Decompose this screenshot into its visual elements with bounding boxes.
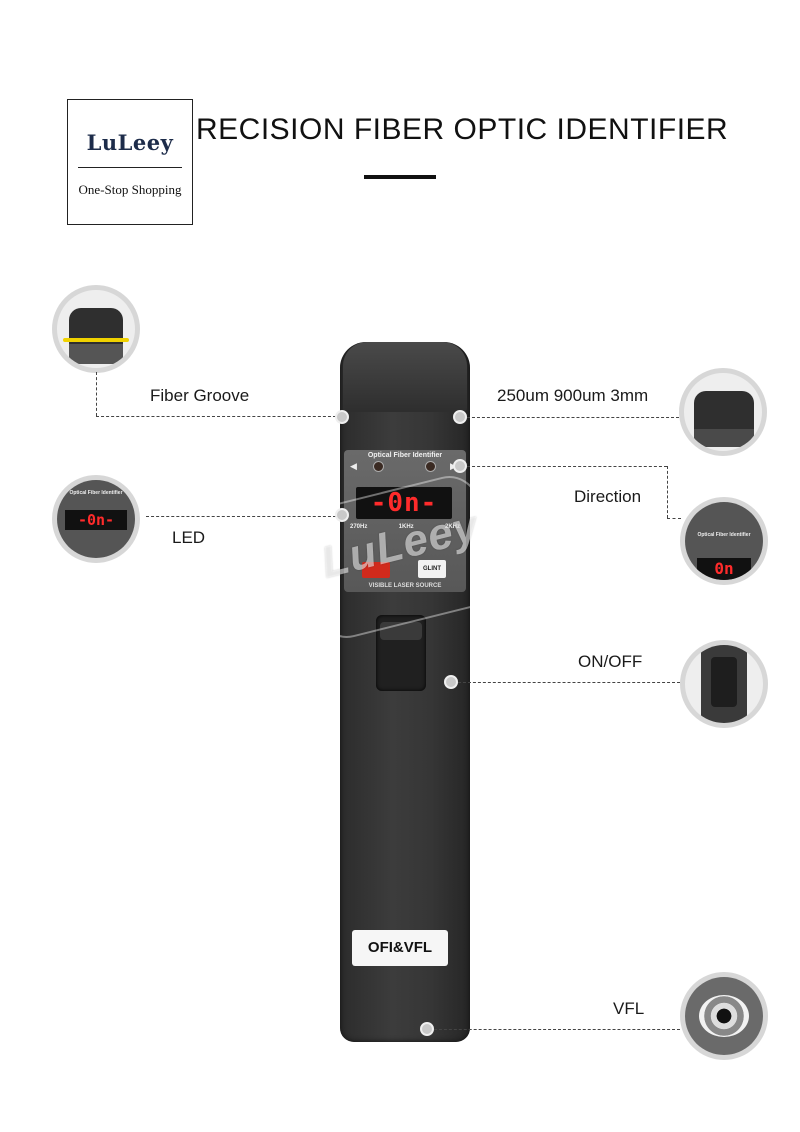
groove-cap — [69, 308, 123, 348]
glint-button[interactable]: GLINT — [418, 560, 446, 578]
groove-face — [69, 344, 123, 364]
vfl-thumbnail — [680, 972, 768, 1060]
frequency-labels: 270Hz 1KHz 2KHz — [350, 524, 460, 530]
fiber-groove-leader-h — [96, 416, 336, 417]
direction-leader-h1 — [467, 466, 667, 467]
circle-marker-icon — [444, 675, 458, 689]
direction-thumbnail: Optical Fiber Identifier 0n — [680, 497, 768, 585]
fiber-groove-label: Fiber Groove — [150, 386, 250, 405]
logo-divider — [78, 167, 182, 168]
on-off-leader — [458, 682, 680, 683]
led-leader — [146, 516, 336, 517]
led-display: -0n- — [356, 487, 452, 519]
direction-leader-h2 — [667, 518, 681, 519]
title-underline — [364, 175, 436, 179]
sizes-leader — [467, 417, 679, 418]
logo-brand-text: LuLeey — [86, 130, 174, 155]
freq-label-270hz: 270Hz — [350, 524, 368, 530]
vfl-leader — [434, 1029, 680, 1030]
direction-led-left — [373, 461, 384, 472]
direction-leader-v — [667, 466, 668, 518]
logo-tagline: One-Stop Shopping — [78, 182, 182, 197]
led-label: LED — [172, 528, 206, 547]
switch-slot — [711, 657, 737, 707]
sizes-label: 250um 900um 3mm — [497, 386, 649, 405]
fiber-groove-thumbnail — [52, 285, 140, 373]
groove-sizes-thumbnail — [679, 368, 767, 456]
circle-marker-icon — [453, 459, 467, 473]
direction-led-right — [425, 461, 436, 472]
freq-label-1khz: 1KHz — [398, 524, 414, 530]
direction-thumb-display: 0n — [697, 558, 751, 580]
fiber-groove-leader-v — [96, 372, 97, 416]
circle-marker-icon — [335, 410, 349, 424]
direction-thumb-title: Optical Fiber Identifier — [697, 532, 751, 538]
led-thumb-title: Optical Fiber Identifier — [69, 490, 123, 496]
device-fiber-groove-head — [343, 342, 467, 412]
top-cap — [694, 391, 754, 431]
led-thumb-display: -0n- — [65, 510, 127, 530]
freq-label-2khz: 2KHz — [444, 524, 460, 530]
circle-marker-icon — [453, 410, 467, 424]
groove-fiber — [63, 338, 129, 342]
arrow-left-icon: ◀ — [350, 461, 357, 471]
on-off-label: ON/OFF — [578, 652, 643, 671]
device-model-label: OFI&VFL — [352, 930, 448, 966]
on-off-switch-knob[interactable] — [380, 622, 422, 640]
power-button[interactable] — [362, 562, 390, 578]
brand-logo: LuLeey One-Stop Shopping — [67, 99, 193, 225]
vfl-label: VFL — [613, 999, 645, 1018]
panel-title: Optical Fiber Identifier — [367, 452, 443, 459]
panel-footer-text: VISIBLE LASER SOURCE — [368, 583, 442, 589]
circle-marker-icon — [335, 508, 349, 522]
circle-marker-icon — [420, 1022, 434, 1036]
vfl-port — [699, 995, 749, 1037]
page-title: RECISION FIBER OPTIC IDENTIFIER — [196, 113, 729, 146]
top-face — [694, 429, 754, 447]
led-thumbnail: Optical Fiber Identifier -0n- — [52, 475, 140, 563]
on-off-thumbnail — [680, 640, 768, 728]
direction-label: Direction — [574, 487, 642, 506]
